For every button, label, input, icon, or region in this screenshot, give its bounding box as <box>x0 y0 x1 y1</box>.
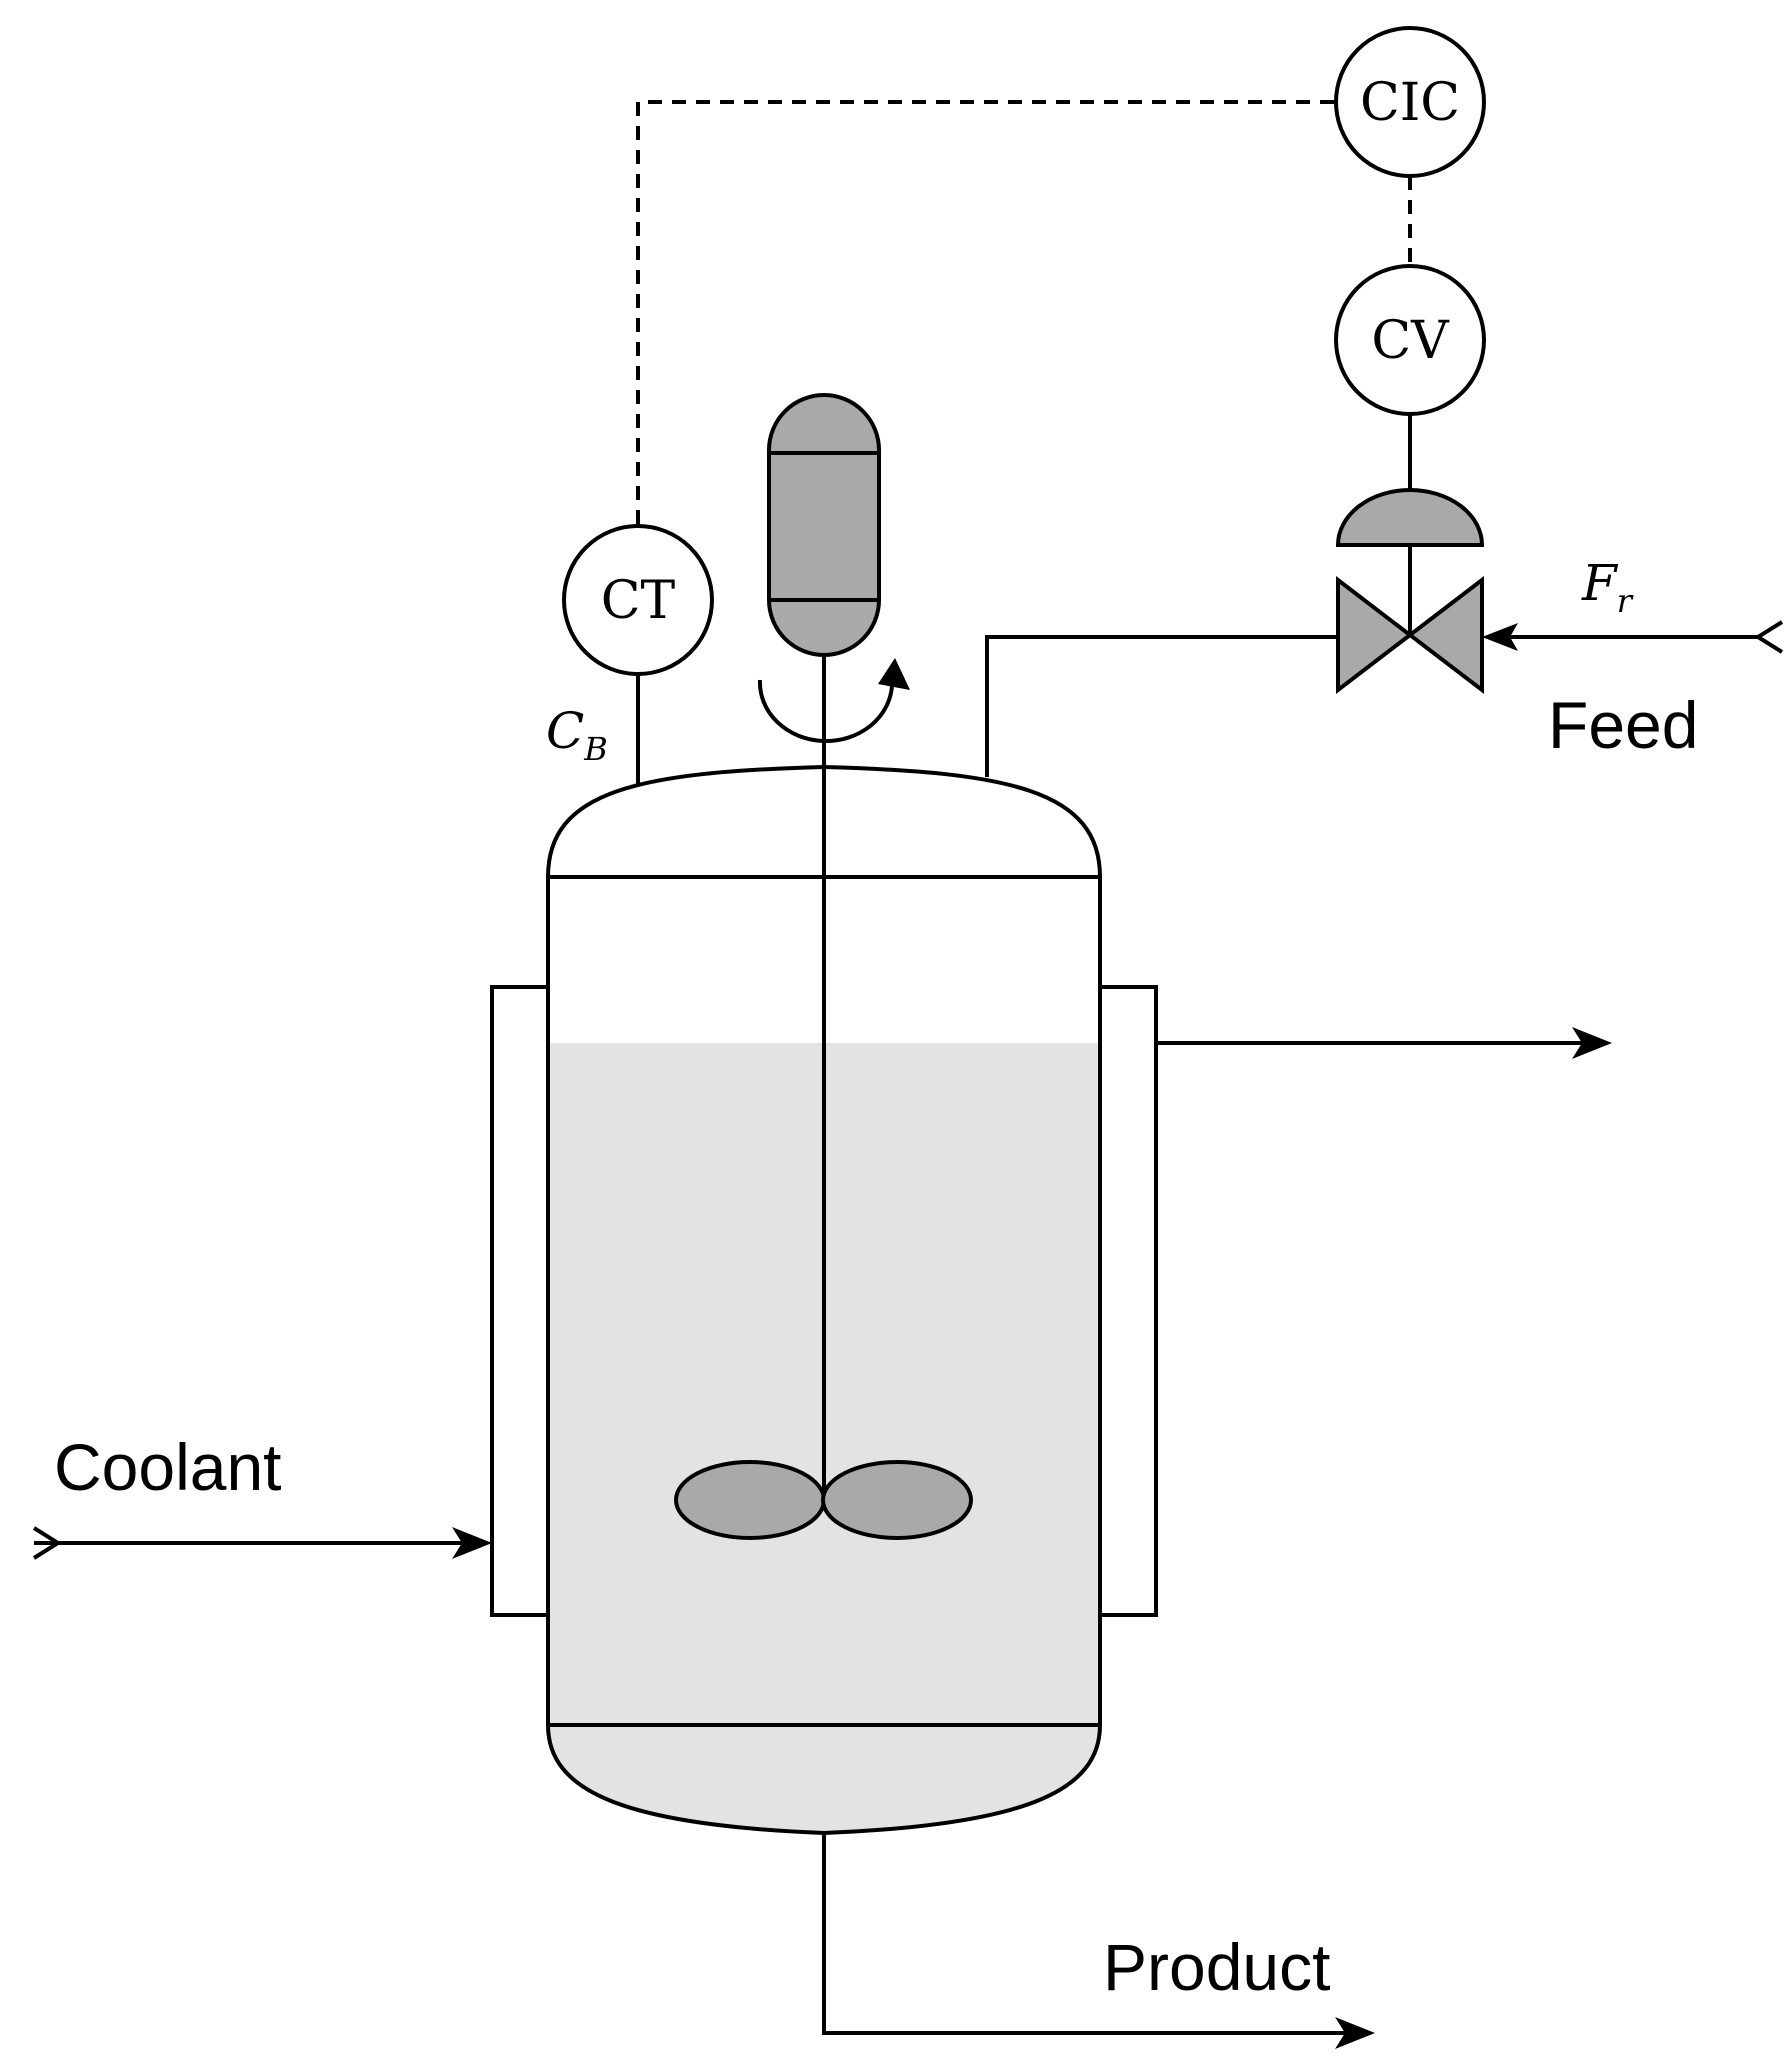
impeller <box>674 1460 973 1540</box>
coolant-outlet-arrow-icon <box>1572 1027 1612 1059</box>
fr-variable-label: Fr <box>1581 554 1634 620</box>
rotation-arrow-icon <box>757 658 910 744</box>
valve-actuator <box>1335 488 1485 547</box>
coolant-label: Coolant <box>54 1430 282 1504</box>
product-outlet-line <box>822 1833 1348 2035</box>
ct-instrument-bubble <box>562 524 714 676</box>
control-valve-icon <box>1336 575 1484 695</box>
cv-label: CV <box>1371 311 1450 371</box>
signal-line-ct-to-cic <box>636 100 1336 524</box>
cic-label: CIC <box>1360 73 1460 133</box>
product-label: Product <box>1103 1930 1330 2004</box>
coolant-tail-icon <box>32 1526 62 1560</box>
cooling-jacket-right <box>1098 985 1158 1617</box>
feed-line-to-reactor <box>985 635 1338 777</box>
cooling-jacket-left <box>490 985 550 1617</box>
product-arrow-icon <box>1335 2017 1375 2049</box>
feed-label: Feed <box>1548 688 1698 762</box>
agitator-motor <box>767 393 881 657</box>
feed-tail-icon <box>1754 620 1784 654</box>
ct-label: CT <box>601 571 676 631</box>
feed-arrow-icon <box>1482 623 1518 651</box>
cb-variable-label: CB <box>546 702 608 768</box>
coolant-inlet-arrow-icon <box>452 1527 492 1559</box>
